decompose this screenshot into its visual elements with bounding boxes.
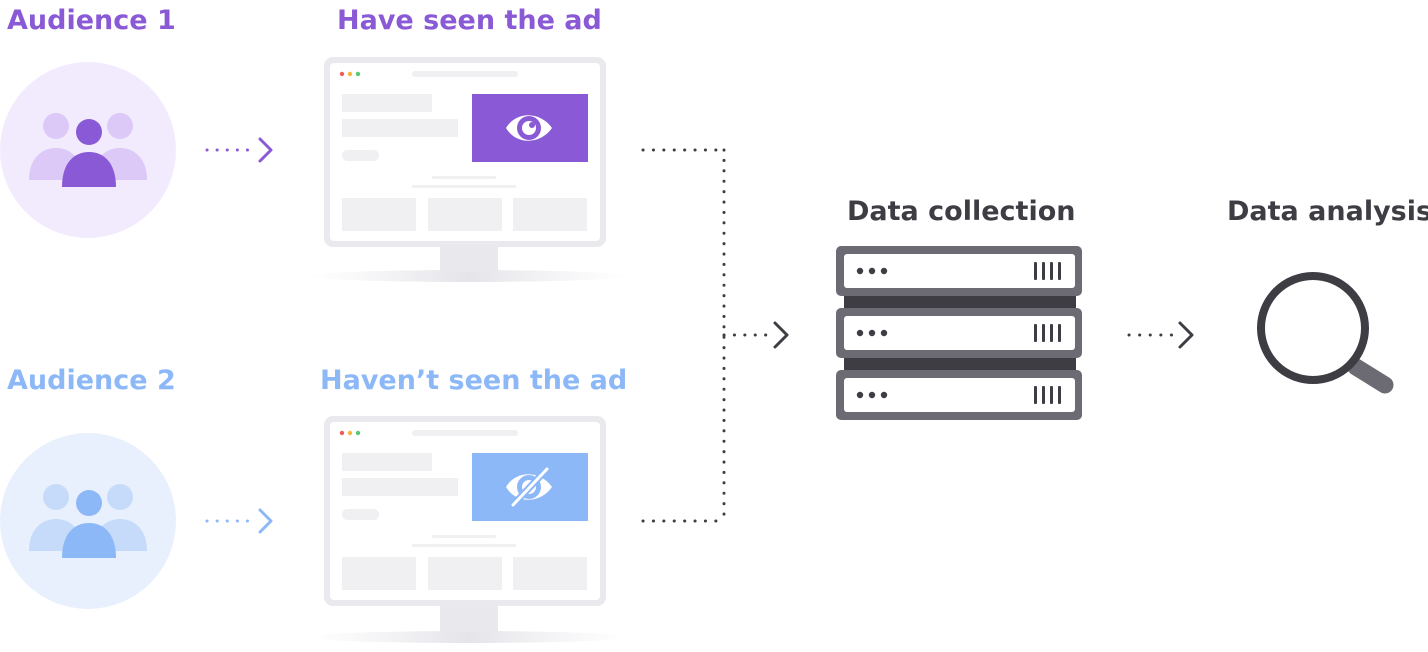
audience-2-title: Audience 2: [7, 365, 176, 396]
audience-2-circle: [0, 433, 176, 609]
merge-connector: [641, 148, 770, 523]
monitor-icon: [308, 57, 628, 282]
monitor-icon: [308, 416, 628, 643]
not-seen-ad-title: Haven’t seen the ad: [320, 365, 628, 396]
eye-slash-icon: [506, 465, 552, 509]
audience-1-group: [0, 62, 176, 238]
arrow-audience-2: [205, 508, 273, 534]
people-group-icon: [29, 113, 147, 187]
arrow-to-collection: [773, 321, 789, 349]
seen-ad-title: Have seen the ad: [337, 5, 602, 36]
data-analysis-title: Data analysis: [1227, 196, 1428, 227]
magnifier-icon: [1257, 272, 1394, 394]
audience-1-circle: [0, 62, 176, 238]
arrow-audience-1: [205, 137, 273, 163]
data-collection-title: Data collection: [847, 196, 1076, 227]
audience-1-title: Audience 1: [7, 5, 176, 36]
people-group-icon: [29, 484, 147, 558]
audience-2-group: [0, 433, 176, 609]
arrow-to-analysis: [1127, 321, 1194, 349]
eye-icon: [506, 115, 552, 141]
server-stack-icon: [836, 246, 1082, 420]
